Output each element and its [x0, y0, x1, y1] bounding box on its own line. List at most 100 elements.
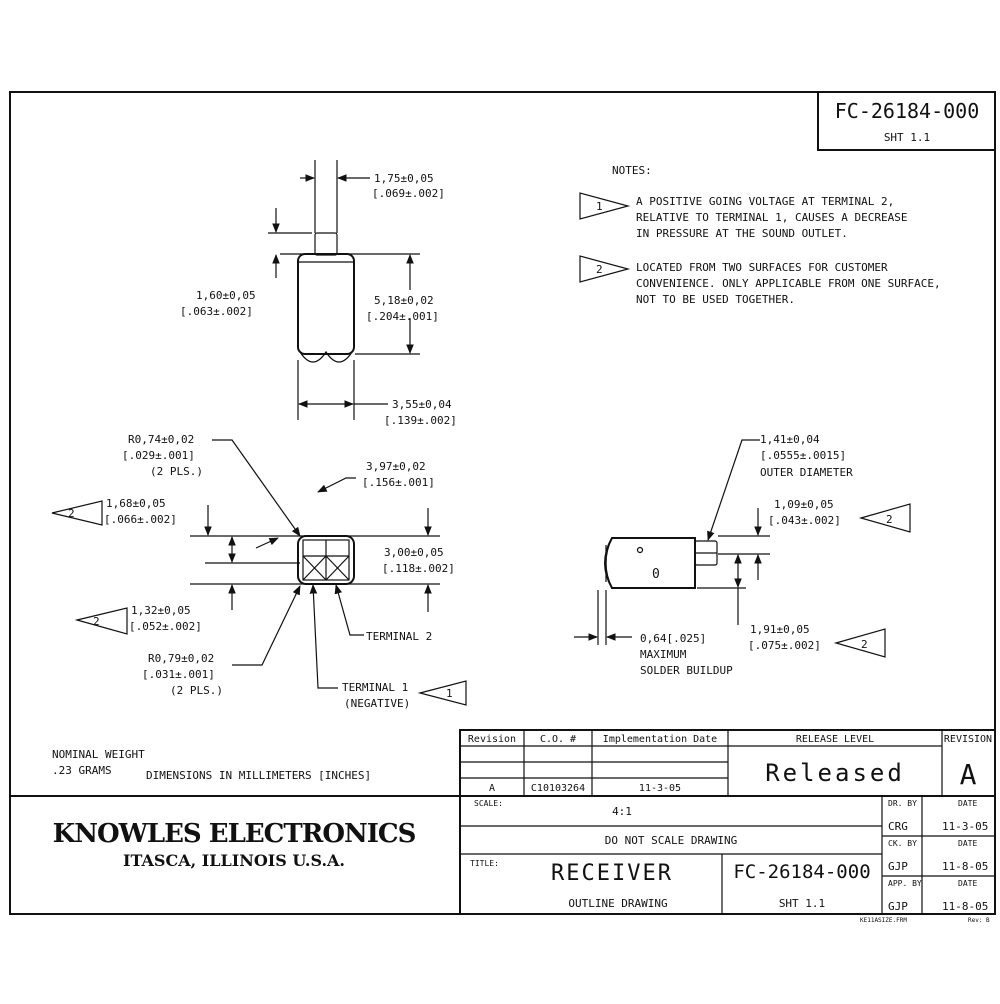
flag-1-terminal [417, 680, 467, 706]
dr-date-value: 11-3-05 [942, 820, 988, 833]
terminal-1-polarity: (NEGATIVE) [344, 697, 410, 710]
dim-d11-inch: [.0555±.0015] [760, 449, 846, 462]
dim-d8-metric: 3,00±0,05 [384, 546, 444, 559]
receiver-body-top-view [297, 253, 355, 355]
dim-d2-inch: [.063±.002] [180, 305, 253, 318]
dim-d3-metric: 5,18±0,02 [374, 294, 434, 307]
dim-d14-line-2: MAXIMUM [640, 648, 687, 661]
notes-heading: NOTES: [612, 164, 652, 177]
dim-d1-inch: [.069±.002] [372, 187, 445, 200]
dim-d3-inch: [.204±.001] [366, 310, 439, 323]
dim-d6-inch: [.156±.001] [362, 476, 435, 489]
flag-2-left-lower [74, 607, 128, 635]
flag-2-left-upper-number: 2 [68, 507, 75, 520]
side-view: 0 1,41±0,04 [.0555±.0015] OUTER DIAMETER… [574, 433, 911, 677]
bottom-terminal-lobes [299, 350, 353, 363]
rev-header-date: Implementation Date [603, 734, 717, 745]
dim-d7-inch: [.066±.002] [104, 513, 177, 526]
units-note: DIMENSIONS IN MILLIMETERS [INCHES] [146, 769, 371, 782]
release-level-value: Released [765, 759, 905, 787]
scale-value: 4:1 [612, 805, 632, 818]
dim-d10-count: (2 PLS.) [170, 684, 223, 697]
note-2-flag-number: 2 [596, 263, 603, 276]
dim-d4-inch: [.139±.002] [384, 414, 457, 427]
ck-date-label: DATE [958, 839, 977, 848]
dim-d9-inch: [.052±.002] [129, 620, 202, 633]
dim-d11-note: OUTER DIAMETER [760, 466, 853, 479]
rev-row-date: 11-3-05 [639, 783, 681, 794]
company-name: KNOWLES ELECTRONICS [53, 819, 416, 849]
app-date-label: DATE [958, 879, 977, 888]
dim-d5-inch: [.029±.001] [122, 449, 195, 462]
nominal-weight-value: .23 GRAMS [52, 764, 112, 777]
note-2-line-3: NOT TO BE USED TOGETHER. [636, 293, 795, 306]
no-scale-note: DO NOT SCALE DRAWING [605, 834, 737, 847]
release-level-header: RELEASE LEVEL [796, 734, 874, 745]
dr-date-label: DATE [958, 799, 977, 808]
dr-by-value: CRG [888, 820, 908, 833]
note-2-line-1: LOCATED FROM TWO SURFACES FOR CUSTOMER [636, 261, 888, 274]
flag-2-right-upper-number: 2 [886, 513, 893, 526]
note-1-line-1: A POSITIVE GOING VOLTAGE AT TERMINAL 2, [636, 195, 894, 208]
dim-d12-inch: [.043±.002] [768, 514, 841, 527]
ck-date-value: 11-8-05 [942, 860, 988, 873]
rev-row-co: C10103264 [531, 783, 585, 794]
form-file-reference: KE11ASIZE.FRM [860, 917, 907, 924]
scale-label: SCALE: [474, 799, 503, 808]
flag-2-right-upper [858, 503, 911, 533]
app-date-value: 11-8-05 [942, 900, 988, 913]
note-1-flag [579, 192, 631, 220]
note-2-line-2: CONVENIENCE. ONLY APPLICABLE FROM ONE SU… [636, 277, 941, 290]
dim-d13-inch: [.075±.002] [748, 639, 821, 652]
revision-value: A [960, 758, 977, 791]
dim-d8-inch: [.118±.002] [382, 562, 455, 575]
flag-1-terminal-number: 1 [446, 687, 453, 700]
dim-d5-count: (2 PLS.) [150, 465, 203, 478]
app-by-label: APP. BY [888, 879, 922, 888]
nozzle-outline [314, 232, 338, 256]
receiver-body-side-view [604, 537, 696, 589]
dim-d12-metric: 1,09±0,05 [774, 498, 834, 511]
ck-by-label: CK. BY [888, 839, 917, 848]
dim-d13-metric: 1,91±0,05 [750, 623, 810, 636]
note-1-line-3: IN PRESSURE AT THE SOUND OUTLET. [636, 227, 848, 240]
flag-2-right-lower [833, 628, 886, 658]
dim-d14-value: 0,64[.025] [640, 632, 706, 645]
title-drawing-number: FC-26184-000 [733, 861, 870, 883]
form-revision-reference: Rev: B [968, 917, 990, 924]
notes-section: NOTES: 1 A POSITIVE GOING VOLTAGE AT TER… [579, 164, 941, 306]
note-1-line-2: RELATIVE TO TERMINAL 1, CAUSES A DECREAS… [636, 211, 908, 224]
drawing-title: RECEIVER [551, 861, 673, 886]
sheet-border [9, 91, 996, 915]
dim-d1-metric: 1,75±0,05 [374, 172, 434, 185]
title-label: TITLE: [470, 859, 499, 868]
side-view-mark: 0 [652, 567, 660, 582]
drawing-number-top: FC-26184-000 [835, 99, 980, 123]
rev-header-revision: Revision [468, 734, 516, 745]
title-sheet: SHT 1.1 [779, 897, 825, 910]
rev-row-revision: A [489, 783, 495, 794]
terminal-2-label: TERMINAL 2 [366, 630, 432, 643]
sheet-label-top: SHT 1.1 [884, 131, 930, 144]
note-1-flag-number: 1 [596, 200, 603, 213]
note-2-flag [579, 255, 631, 283]
dim-d9-metric: 1,32±0,05 [131, 604, 191, 617]
dim-d7-metric: 1,68±0,05 [106, 497, 166, 510]
dim-d6-metric: 3,97±0,02 [366, 460, 426, 473]
dim-d10-inch: [.031±.001] [142, 668, 215, 681]
dim-d4-metric: 3,55±0,04 [392, 398, 452, 411]
dim-d10-metric: R0,79±0,02 [148, 652, 214, 665]
title-block: KNOWLES ELECTRONICS ITASCA, ILLINOIS U.S… [10, 795, 995, 914]
dr-by-label: DR. BY [888, 799, 917, 808]
revision-table: Revision C.O. # Implementation Date RELE… [459, 729, 996, 797]
top-view: 1,75±0,05 [.069±.002] 1,60±0,05 [.063±.0… [180, 160, 457, 427]
company-location: ITASCA, ILLINOIS U.S.A. [123, 851, 345, 870]
dim-d5-metric: R0,74±0,02 [128, 433, 194, 446]
dim-d11-metric: 1,41±0,04 [760, 433, 820, 446]
front-view: R0,74±0,02 [.029±.001] (2 PLS.) 3,97±0,0… [51, 433, 467, 710]
app-by-value: GJP [888, 900, 908, 913]
flag-2-left-lower-number: 2 [93, 615, 100, 628]
terminal-1-label: TERMINAL 1 [342, 681, 408, 694]
drawing-subtitle: OUTLINE DRAWING [568, 897, 667, 910]
